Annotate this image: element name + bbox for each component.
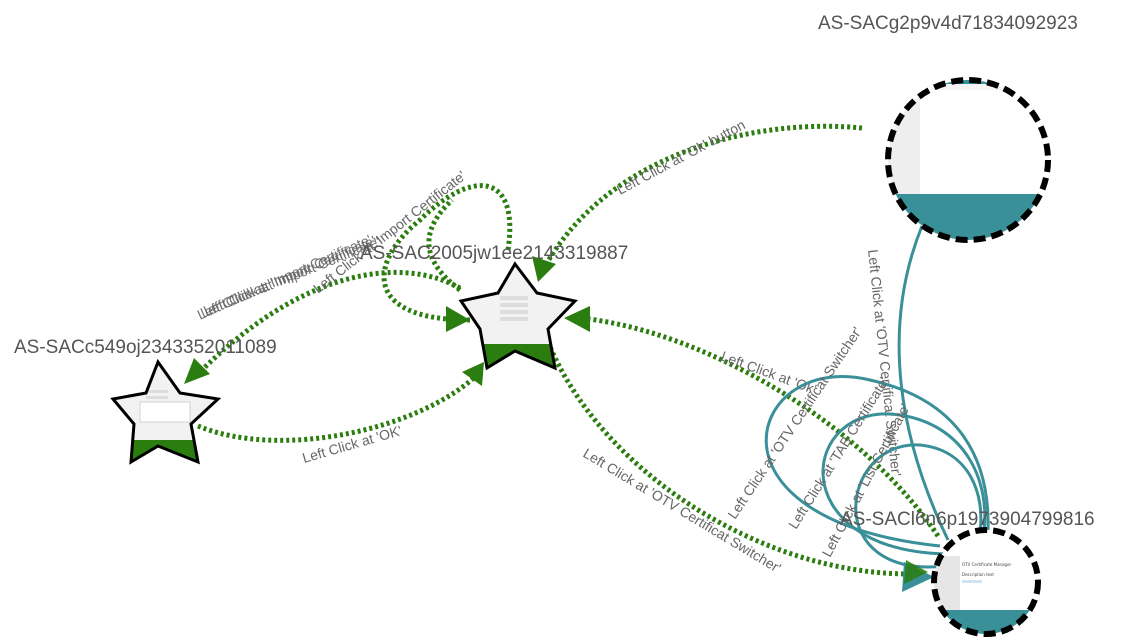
node-n4-circle[interactable]: OTV Certificate Manager Description text… xyxy=(840,509,1095,640)
node-label: AS-SACc549oj2343352011089 xyxy=(14,337,277,358)
edge-path[interactable] xyxy=(821,412,987,556)
thumb-row xyxy=(500,296,528,300)
thumb-row xyxy=(962,580,982,583)
star-fill-top xyxy=(461,264,575,344)
arrowhead-green-into-n4 xyxy=(904,560,928,584)
star-outline xyxy=(110,358,222,465)
circle-outline xyxy=(885,77,1051,243)
node-n1-star[interactable]: AS-SACc549oj2343352011089 xyxy=(14,337,277,466)
edge-label: Left Click at 'OK' xyxy=(300,422,403,466)
thumb-text: Share Point xyxy=(884,84,907,89)
node-label: AS-SACg2p9v4d71834092923 xyxy=(818,13,1078,34)
node-label: AS-SACl6n6p1973904799816 xyxy=(840,509,1095,530)
edge-path[interactable] xyxy=(197,372,480,443)
thumb-row xyxy=(500,310,528,314)
thumb-sidebar xyxy=(888,96,920,194)
arrowhead xyxy=(462,362,484,386)
star-outline xyxy=(458,261,578,371)
thumb-dialog xyxy=(139,401,191,423)
star-fill-bottom xyxy=(113,440,218,462)
edge-path[interactable] xyxy=(764,374,990,548)
node-n3-circle[interactable]: Share Point Left Panel Select Item Site … xyxy=(818,13,1078,244)
thumb-text: Description text xyxy=(962,572,994,577)
edge-path[interactable] xyxy=(381,183,513,323)
edge-label: Left Click at 'OTV Certificat Switcher' xyxy=(580,445,784,576)
edge-path[interactable] xyxy=(545,341,913,577)
edge-path-inner[interactable] xyxy=(426,198,462,292)
arrowhead xyxy=(446,306,470,332)
thumb-row xyxy=(146,390,168,393)
thumb-row xyxy=(500,303,528,307)
thumb-header-band xyxy=(888,80,1048,82)
edge-n1-to-n2-ok[interactable]: Left Click at 'OK' xyxy=(197,362,484,466)
arrowhead xyxy=(564,306,590,332)
edge-label: Left Click at 'OTV Certificat Switcher' xyxy=(724,324,865,522)
edge-label: Left Click at 'Ok' button xyxy=(614,116,748,197)
thumb-row xyxy=(146,396,168,399)
thumb-text: Site Pages xyxy=(886,102,907,107)
arrowhead xyxy=(532,256,556,282)
edge-path[interactable] xyxy=(854,443,983,569)
edge-label-overlap: Left Click at 'Import Certificate' xyxy=(201,233,382,319)
thumb-topbar xyxy=(888,84,1048,90)
arrowhead xyxy=(184,358,210,384)
thumb-row xyxy=(500,317,528,321)
edge-label: Left Click at 'Ok' xyxy=(719,348,819,397)
thumb-title: OTV Certificate Manager xyxy=(962,562,1012,567)
edge-path[interactable] xyxy=(897,225,950,541)
edge-path[interactable] xyxy=(541,123,863,270)
circle-outline xyxy=(931,527,1041,637)
node-label: AS-SAC2005jw1ee2143319887 xyxy=(360,243,628,264)
edge-path[interactable] xyxy=(579,315,941,538)
